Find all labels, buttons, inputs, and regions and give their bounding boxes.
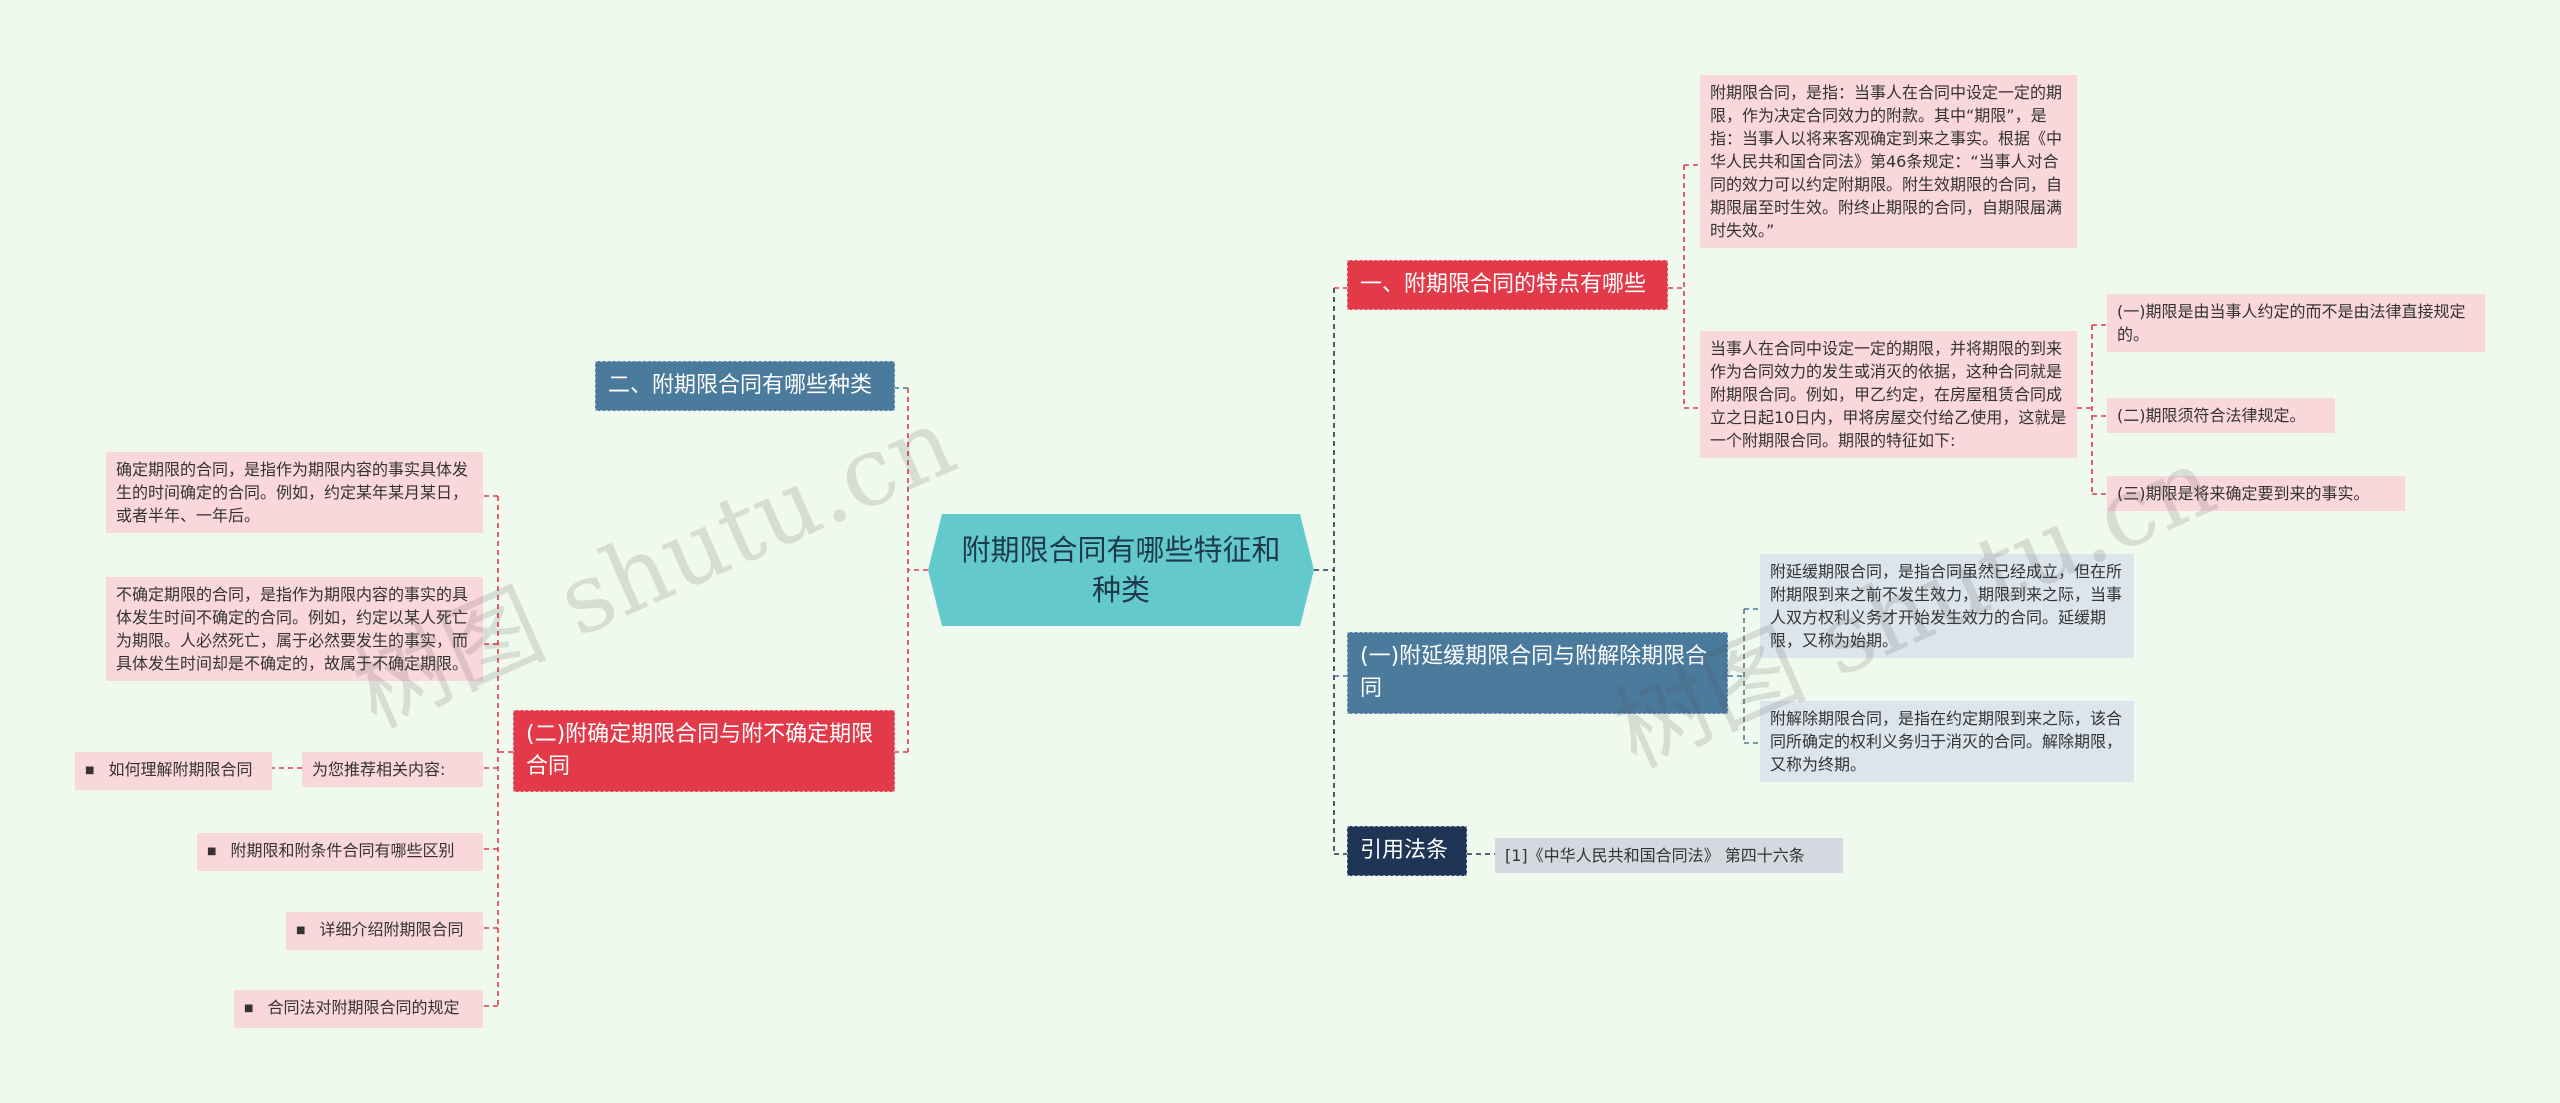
leaf-example-text: 当事人在合同中设定一定的期限，并将期限的到来作为合同效力的发生或消灭的依据，这种… [1710, 339, 2067, 450]
leaf-definite[interactable]: 确定期限的合同，是指作为期限内容的事实具体发生的时间确定的合同。例如，约定某年某… [106, 452, 483, 533]
leaf-feature-3-text: (三)期限是将来确定要到来的事实。 [2117, 484, 2370, 503]
branch-definite-indefinite-label: (二)附确定期限合同与附不确定期限合同 [526, 722, 874, 779]
recommend-label: 为您推荐相关内容: [302, 752, 483, 787]
leaf-definition[interactable]: 附期限合同，是指：当事人在合同中设定一定的期限，作为决定合同效力的附款。其中“期… [1700, 75, 2077, 248]
leaf-feature-1[interactable]: (一)期限是由当事人约定的而不是由法律直接规定的。 [2107, 294, 2485, 352]
leaf-indefinite-text: 不确定期限的合同，是指作为期限内容的事实的具体发生时间不确定的合同。例如，约定以… [116, 585, 469, 673]
link-understand-text: 如何理解附期限合同 [108, 760, 253, 779]
branch-types-label: 二、附期限合同有哪些种类 [608, 373, 873, 398]
leaf-cited-article-text: [1]《中华人民共和国合同法》 第四十六条 [1505, 846, 1805, 865]
branch-deferred-resolutive[interactable]: (一)附延缓期限合同与附解除期限合同 [1347, 632, 1728, 714]
recommend-label-text: 为您推荐相关内容: [312, 760, 446, 779]
leaf-feature-2[interactable]: (二)期限须符合法律规定。 [2107, 398, 2335, 433]
leaf-feature-2-text: (二)期限须符合法律规定。 [2117, 406, 2306, 425]
link-detail[interactable]: 详细介绍附期限合同 [286, 912, 483, 950]
central-topic-label: 附期限合同有哪些特征和种类 [961, 533, 1281, 607]
leaf-resolutive[interactable]: 附解除期限合同，是指在约定期限到来之际，该合同所确定的权利义务归于消灭的合同。解… [1760, 701, 2134, 782]
leaf-deferred[interactable]: 附延缓期限合同，是指合同虽然已经成立，但在所附期限到来之前不发生效力，期限到来之… [1760, 554, 2134, 658]
central-topic[interactable]: 附期限合同有哪些特征和种类 [928, 514, 1314, 626]
link-difference-text: 附期限和附条件合同有哪些区别 [230, 841, 455, 860]
leaf-feature-1-text: (一)期限是由当事人约定的而不是由法律直接规定的。 [2117, 302, 2466, 344]
leaf-definition-text: 附期限合同，是指：当事人在合同中设定一定的期限，作为决定合同效力的附款。其中“期… [1710, 83, 2063, 240]
branch-deferred-resolutive-label: (一)附延缓期限合同与附解除期限合同 [1360, 644, 1708, 701]
branch-cited-law[interactable]: 引用法条 [1347, 826, 1467, 876]
branch-characteristics-label: 一、附期限合同的特点有哪些 [1360, 272, 1647, 297]
link-regulation-text: 合同法对附期限合同的规定 [267, 998, 460, 1017]
leaf-resolutive-text: 附解除期限合同，是指在约定期限到来之际，该合同所确定的权利义务归于消灭的合同。解… [1770, 709, 2123, 774]
link-understand[interactable]: 如何理解附期限合同 [75, 752, 272, 790]
branch-cited-law-label: 引用法条 [1360, 838, 1449, 863]
leaf-indefinite[interactable]: 不确定期限的合同，是指作为期限内容的事实的具体发生时间不确定的合同。例如，约定以… [106, 577, 483, 681]
branch-types[interactable]: 二、附期限合同有哪些种类 [595, 361, 895, 411]
leaf-cited-article[interactable]: [1]《中华人民共和国合同法》 第四十六条 [1495, 838, 1843, 873]
branch-characteristics[interactable]: 一、附期限合同的特点有哪些 [1347, 260, 1668, 310]
link-detail-text: 详细介绍附期限合同 [319, 920, 464, 939]
leaf-definite-text: 确定期限的合同，是指作为期限内容的事实具体发生的时间确定的合同。例如，约定某年某… [116, 460, 469, 525]
link-difference[interactable]: 附期限和附条件合同有哪些区别 [197, 833, 483, 871]
leaf-feature-3[interactable]: (三)期限是将来确定要到来的事实。 [2107, 476, 2405, 511]
leaf-example[interactable]: 当事人在合同中设定一定的期限，并将期限的到来作为合同效力的发生或消灭的依据，这种… [1700, 331, 2077, 458]
leaf-deferred-text: 附延缓期限合同，是指合同虽然已经成立，但在所附期限到来之前不发生效力，期限到来之… [1770, 562, 2123, 650]
branch-definite-indefinite[interactable]: (二)附确定期限合同与附不确定期限合同 [513, 710, 895, 792]
link-regulation[interactable]: 合同法对附期限合同的规定 [234, 990, 483, 1028]
